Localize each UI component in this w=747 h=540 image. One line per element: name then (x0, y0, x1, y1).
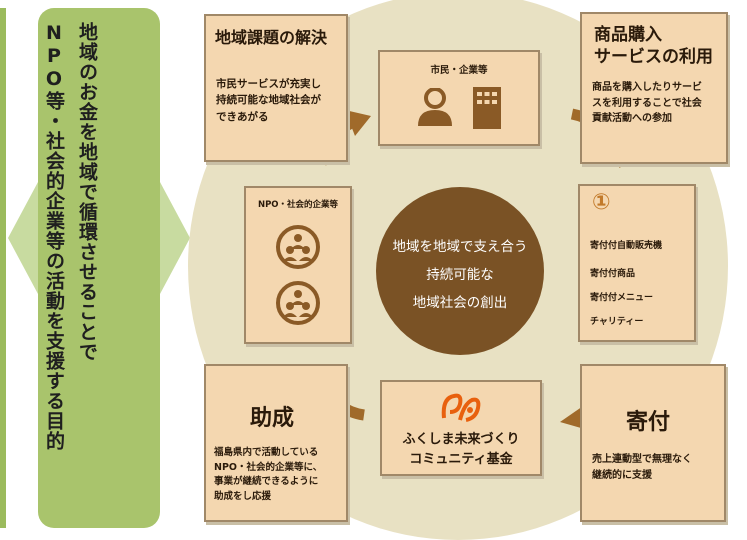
item-4: チャリティー (590, 317, 644, 327)
item-number: ① (592, 190, 611, 215)
center-line-1: 地域を地域で支え合う (392, 239, 528, 255)
item-1: 寄付付自動販売機 (590, 241, 663, 251)
purchase-box: 商品購入 サービスの利用 商品を購入したりサービ スを利用することで社会 貢献活… (580, 12, 728, 164)
person-icon (418, 88, 452, 126)
fund-box: ふくしま未来づくり コミュニティ基金 (380, 380, 542, 476)
solution-title: 地域課題の解決 (215, 28, 328, 47)
group-icon (276, 281, 320, 325)
npo-box: NPO・社会的企業等 (244, 186, 352, 344)
purchase-title-1: 商品購入 (594, 25, 662, 45)
item-3: 寄付付メニュー (590, 293, 654, 303)
solution-box: 地域課題の解決 市民サービスが充実し 持続可能な地域社会が できあがる (204, 14, 348, 162)
citizens-box: 市民・企業等 (378, 50, 540, 146)
left-rail (0, 8, 6, 528)
banner-line-1: 地域のお金を地域で循環させることで (76, 22, 98, 362)
fund-logo-icon (441, 393, 481, 422)
purchase-title-2: サービスの利用 (594, 47, 713, 67)
item-2: 寄付付商品 (590, 269, 636, 279)
purpose-banner (38, 8, 160, 528)
npo-label: NPO・社会的企業等 (257, 200, 339, 210)
grant-box: 助成 福島県内で活動している NPO・社会的企業等に、 事業が継続できるように … (204, 364, 348, 522)
group-icon (276, 225, 320, 269)
center-line-2: 持続可能な (426, 267, 494, 283)
solution-desc: 市民サービスが充実し 持続可能な地域社会が できあがる (216, 78, 321, 123)
grant-desc: 福島県内で活動している NPO・社会的企業等に、 事業が継続できるように 助成を… (214, 447, 323, 503)
donation-desc: 売上連動型で無理なく 継続的に支援 (592, 454, 692, 481)
center-circle: 地域を地域で支え合う 持続可能な 地域社会の創出 (376, 187, 544, 355)
grant-title: 助成 (250, 406, 295, 431)
fund-name-1: ふくしま未来づくり (402, 432, 520, 447)
donation-box: 寄付 売上連動型で無理なく 継続的に支援 (580, 364, 726, 522)
donation-title: 寄付 (626, 410, 671, 435)
citizens-label: 市民・企業等 (430, 65, 488, 76)
building-icon (473, 87, 501, 129)
fund-name-2: コミュニティ基金 (409, 452, 513, 467)
donation-items-box: ① 寄付付自動販売機 寄付付商品 寄付付メニュー チャリティー (578, 184, 696, 342)
purchase-desc: 商品を購入したりサービ スを利用することで社会 貢献活動への参加 (592, 82, 702, 124)
center-line-3: 地域社会の創出 (412, 295, 508, 311)
banner-line-2: NPO等・社会的企業等の活動を支援する目的 (43, 22, 65, 451)
